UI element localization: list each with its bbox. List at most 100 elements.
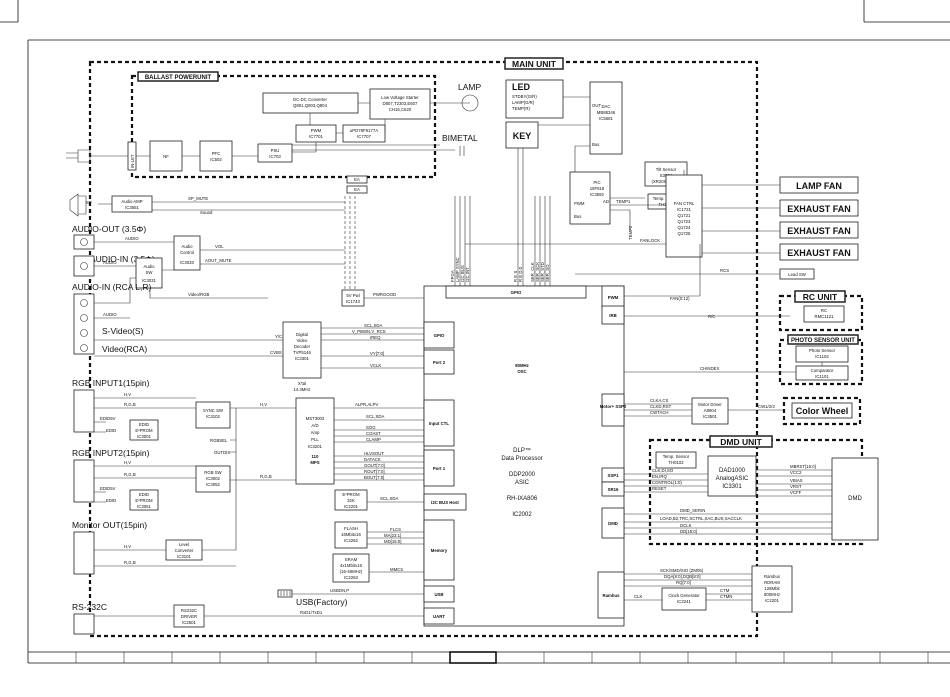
key-block xyxy=(505,121,539,149)
rgb1-connector xyxy=(73,389,95,433)
psu-label: PSU xyxy=(271,148,280,153)
video-label: Video(RCA) xyxy=(102,344,147,354)
vy-signal: VY[7:0] xyxy=(370,351,384,356)
rgb-signal-2: R,G,B xyxy=(124,472,136,477)
mst-ic: IC3201 xyxy=(308,444,322,449)
rambus-label: Rambus xyxy=(764,574,780,579)
rport-sr16-label: SR16 xyxy=(608,487,619,492)
flash-block xyxy=(334,521,368,549)
rc-unit-title: RC UNIT xyxy=(803,292,838,302)
bout-signal: BOUT[7:0] xyxy=(364,475,384,480)
bimetal-icon xyxy=(459,146,465,156)
sp-terminal-label: SP xyxy=(86,200,92,205)
edid2-label: EDID xyxy=(139,492,149,497)
ea-connector-1 xyxy=(346,175,368,184)
dad-label: DAD1000 xyxy=(719,468,746,474)
pic-part: 16F818 xyxy=(590,186,605,191)
cvbs-signal: CVBS xyxy=(270,350,282,355)
mst-label: MST3003 xyxy=(306,416,325,421)
gpio-v-5: R E D 0 xyxy=(518,266,523,282)
port-input-ctl xyxy=(423,399,455,447)
rambus-speed: 800MHz xyxy=(764,592,780,597)
dmd-label: DMD xyxy=(848,496,862,502)
dac-bus-pin: Bus xyxy=(592,142,599,147)
mmcs-signal: MMCS xyxy=(390,567,403,572)
audio-control-block xyxy=(173,235,201,271)
gpio-v-1: LAMP SYNC xyxy=(455,257,460,282)
osc-label: OSC xyxy=(517,369,526,374)
audio-control-ic: IC3033 xyxy=(180,260,194,265)
fan-ctrl-ic3: Q1723 xyxy=(678,219,692,224)
dmd-serin-signal: DMD_SERIN xyxy=(680,508,705,513)
photo-label: Photo Sensor xyxy=(809,348,836,353)
lv-starter-ic1: D807,T2303,E607 xyxy=(383,101,418,106)
color-wheel-block xyxy=(791,402,853,419)
flcs-signal: FLCS xyxy=(390,527,401,532)
edid1-label: EDID xyxy=(139,422,149,427)
audio-control-label: Audio xyxy=(182,244,194,249)
fan-ctrl-ic4: Q1724 xyxy=(678,225,692,230)
pic-pwm-pin: PWM xyxy=(574,201,585,206)
audio-sw-label: Audio xyxy=(144,264,156,269)
control-signal: CONTROL(1:0) xyxy=(652,480,682,485)
port-1 xyxy=(423,449,455,487)
lv-starter-block xyxy=(369,88,431,120)
dmd-unit-tag xyxy=(709,435,773,448)
hv-signal-sync: H,V xyxy=(260,402,267,407)
dmd-block xyxy=(831,457,879,541)
sp-mute-signal: SP_MUTE xyxy=(188,196,208,201)
hlvsout-signal: HLVSOUT xyxy=(364,451,384,456)
pfc-block xyxy=(199,140,233,172)
vcc2-signal: VCC2 xyxy=(790,470,802,475)
fan-ctrl-label: FAN CTRL xyxy=(674,201,695,206)
mbrst-signal: MBRST[15:0] xyxy=(790,464,816,469)
edid1-ic: IC3001 xyxy=(137,434,151,439)
motor-label: Motor Driver xyxy=(698,402,722,407)
rgb-sw-ic2: IC3052 xyxy=(206,482,220,487)
decoder-label1: Digital xyxy=(296,332,308,337)
ballast-unit-border xyxy=(130,74,437,179)
mst-rate: 110 xyxy=(312,454,320,459)
rport-dmd-label: DMD xyxy=(608,521,618,526)
vbias-signal: VBIAS xyxy=(790,478,803,483)
rport-irb-label: IRB xyxy=(609,313,616,318)
port-2 xyxy=(423,349,455,375)
audio-sw-ic: IC3031 xyxy=(142,278,156,283)
dd-signal: DD[15:0] xyxy=(680,529,697,534)
pfc-ic: IC502 xyxy=(210,157,222,162)
motor-ic: IC3501 xyxy=(703,414,717,419)
eeprom-ic: IC2201 xyxy=(344,504,358,509)
audio-in-jack xyxy=(73,255,95,277)
port-i2c-host-label: I2C BUS Host xyxy=(431,500,459,505)
dcdc-label: DC-DC Converter xyxy=(293,97,327,102)
port-1-label: Port 1 xyxy=(433,466,446,471)
temp1-signal: TEMP1 xyxy=(616,199,631,204)
load-signal: LOAD,B2,TRC,SCTRL,SAC,BUS,SACCLK xyxy=(660,516,742,521)
fan-ctrl-ic1: IC1721 xyxy=(677,207,691,212)
dad-asic: AnalogASIC xyxy=(716,476,749,482)
page-frame xyxy=(0,0,950,664)
ballast-unit-title: BALLAST POWERUNIT xyxy=(145,75,212,81)
rq-signal: RQ[7:0] xyxy=(676,580,691,585)
rs232-driver-ic: IC2501 xyxy=(182,620,196,625)
rc-part: RMC1121 xyxy=(814,314,834,319)
rcs-signal: RCS xyxy=(720,268,729,273)
dlp-model: RH-IXA806 xyxy=(507,496,538,502)
eeprom-label: E²PROM xyxy=(342,492,360,497)
pwm-label: PWM xyxy=(311,128,322,133)
ballast-unit-tag xyxy=(137,71,219,82)
gpio-v-6: SER_CLK xyxy=(530,262,535,282)
fan-ctrl-ic2: Q1721 xyxy=(678,213,692,218)
led-line3: TEMP(R) xyxy=(512,106,530,111)
fan-ctl-signal: FAN(0:12) xyxy=(670,296,690,301)
mst-ad: A/D xyxy=(311,423,318,428)
pwrgood-signal: PWRGOOD xyxy=(373,292,396,297)
main-unit-title: MAIN UNIT xyxy=(512,59,557,69)
gpio-v-8: SER_STD xyxy=(540,262,545,282)
xtal-label: X'tal xyxy=(298,381,306,386)
exhaust-fan-3-label: EXHAUST FAN xyxy=(787,248,851,258)
gout-signal: GOUT[7:0] xyxy=(364,463,385,468)
usb-port-icon xyxy=(277,589,293,598)
sram-ic: IC2263 xyxy=(344,575,358,580)
edid2-part: E²PROM xyxy=(135,498,153,503)
